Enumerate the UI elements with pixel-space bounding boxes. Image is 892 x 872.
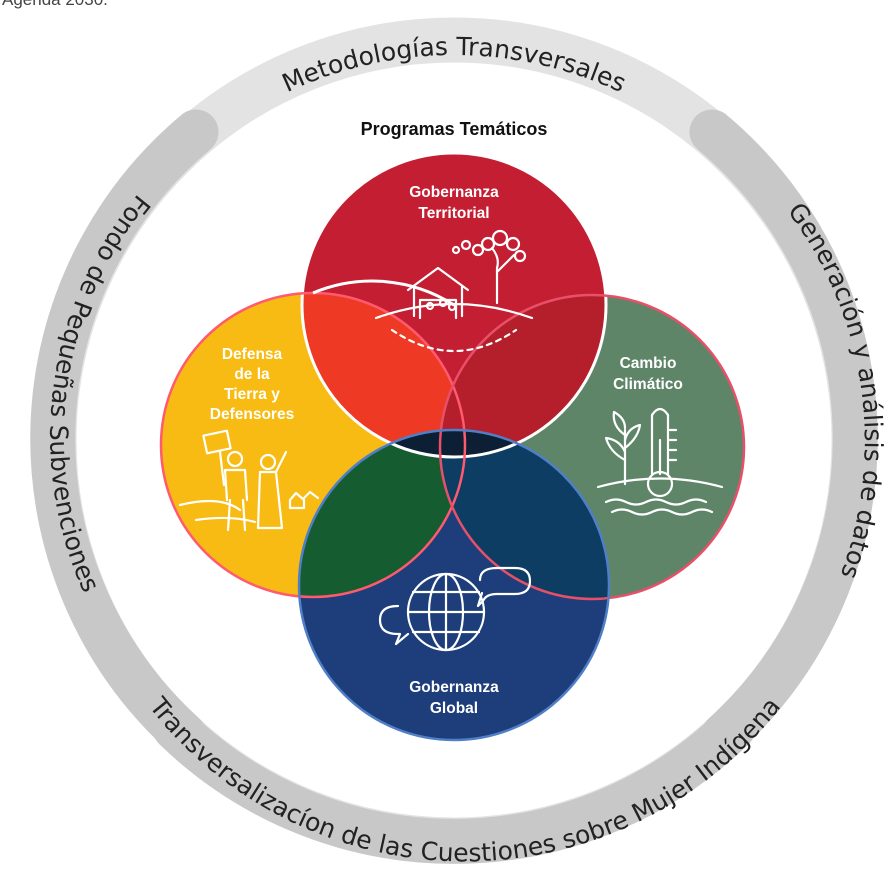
label-territorial-line2: Territorial [418,205,489,222]
outline-cambio [438,293,746,601]
center-title: Programas Temáticos [361,119,548,139]
label-territorial: Gobernanza Territorial [409,184,499,222]
label-territorial-line1: Gobernanza [409,184,499,201]
ring-label-left: Fondo de Pequeñas Subvenciones [44,190,156,597]
label-cambio: Cambio Climático [613,355,683,393]
circle-outlines [159,151,746,742]
ring-bottom-segment [152,705,756,864]
label-defensa-line2: de la [234,366,270,383]
house-and-tree-icon [374,229,534,353]
header-note: Agenda 2030. [2,0,108,10]
outline-global [297,428,611,742]
label-cambio-line1: Cambio [620,355,677,372]
label-global-line1: Gobernanza [409,679,499,696]
outer-ring [30,17,878,864]
label-defensa-line4: Defensores [210,406,294,423]
label-defensa-line1: Defensa [222,346,283,363]
label-global-line2: Global [430,700,478,717]
label-defensa: Defensa de la Tierra y Defensores [210,346,294,423]
outline-top-arc [312,279,455,307]
label-cambio-line2: Climático [613,376,683,393]
thermometer-plant-icon [596,407,724,516]
overlap-center [302,430,606,457]
label-global: Gobernanza Global [409,679,499,717]
ring-left-segment [30,109,219,758]
outline-territorial [300,151,608,459]
ring-right-segment [689,109,878,758]
protesters-icon [178,429,320,532]
globe-speech-icon [378,566,532,652]
label-defensa-line3: Tierra y [224,386,280,403]
